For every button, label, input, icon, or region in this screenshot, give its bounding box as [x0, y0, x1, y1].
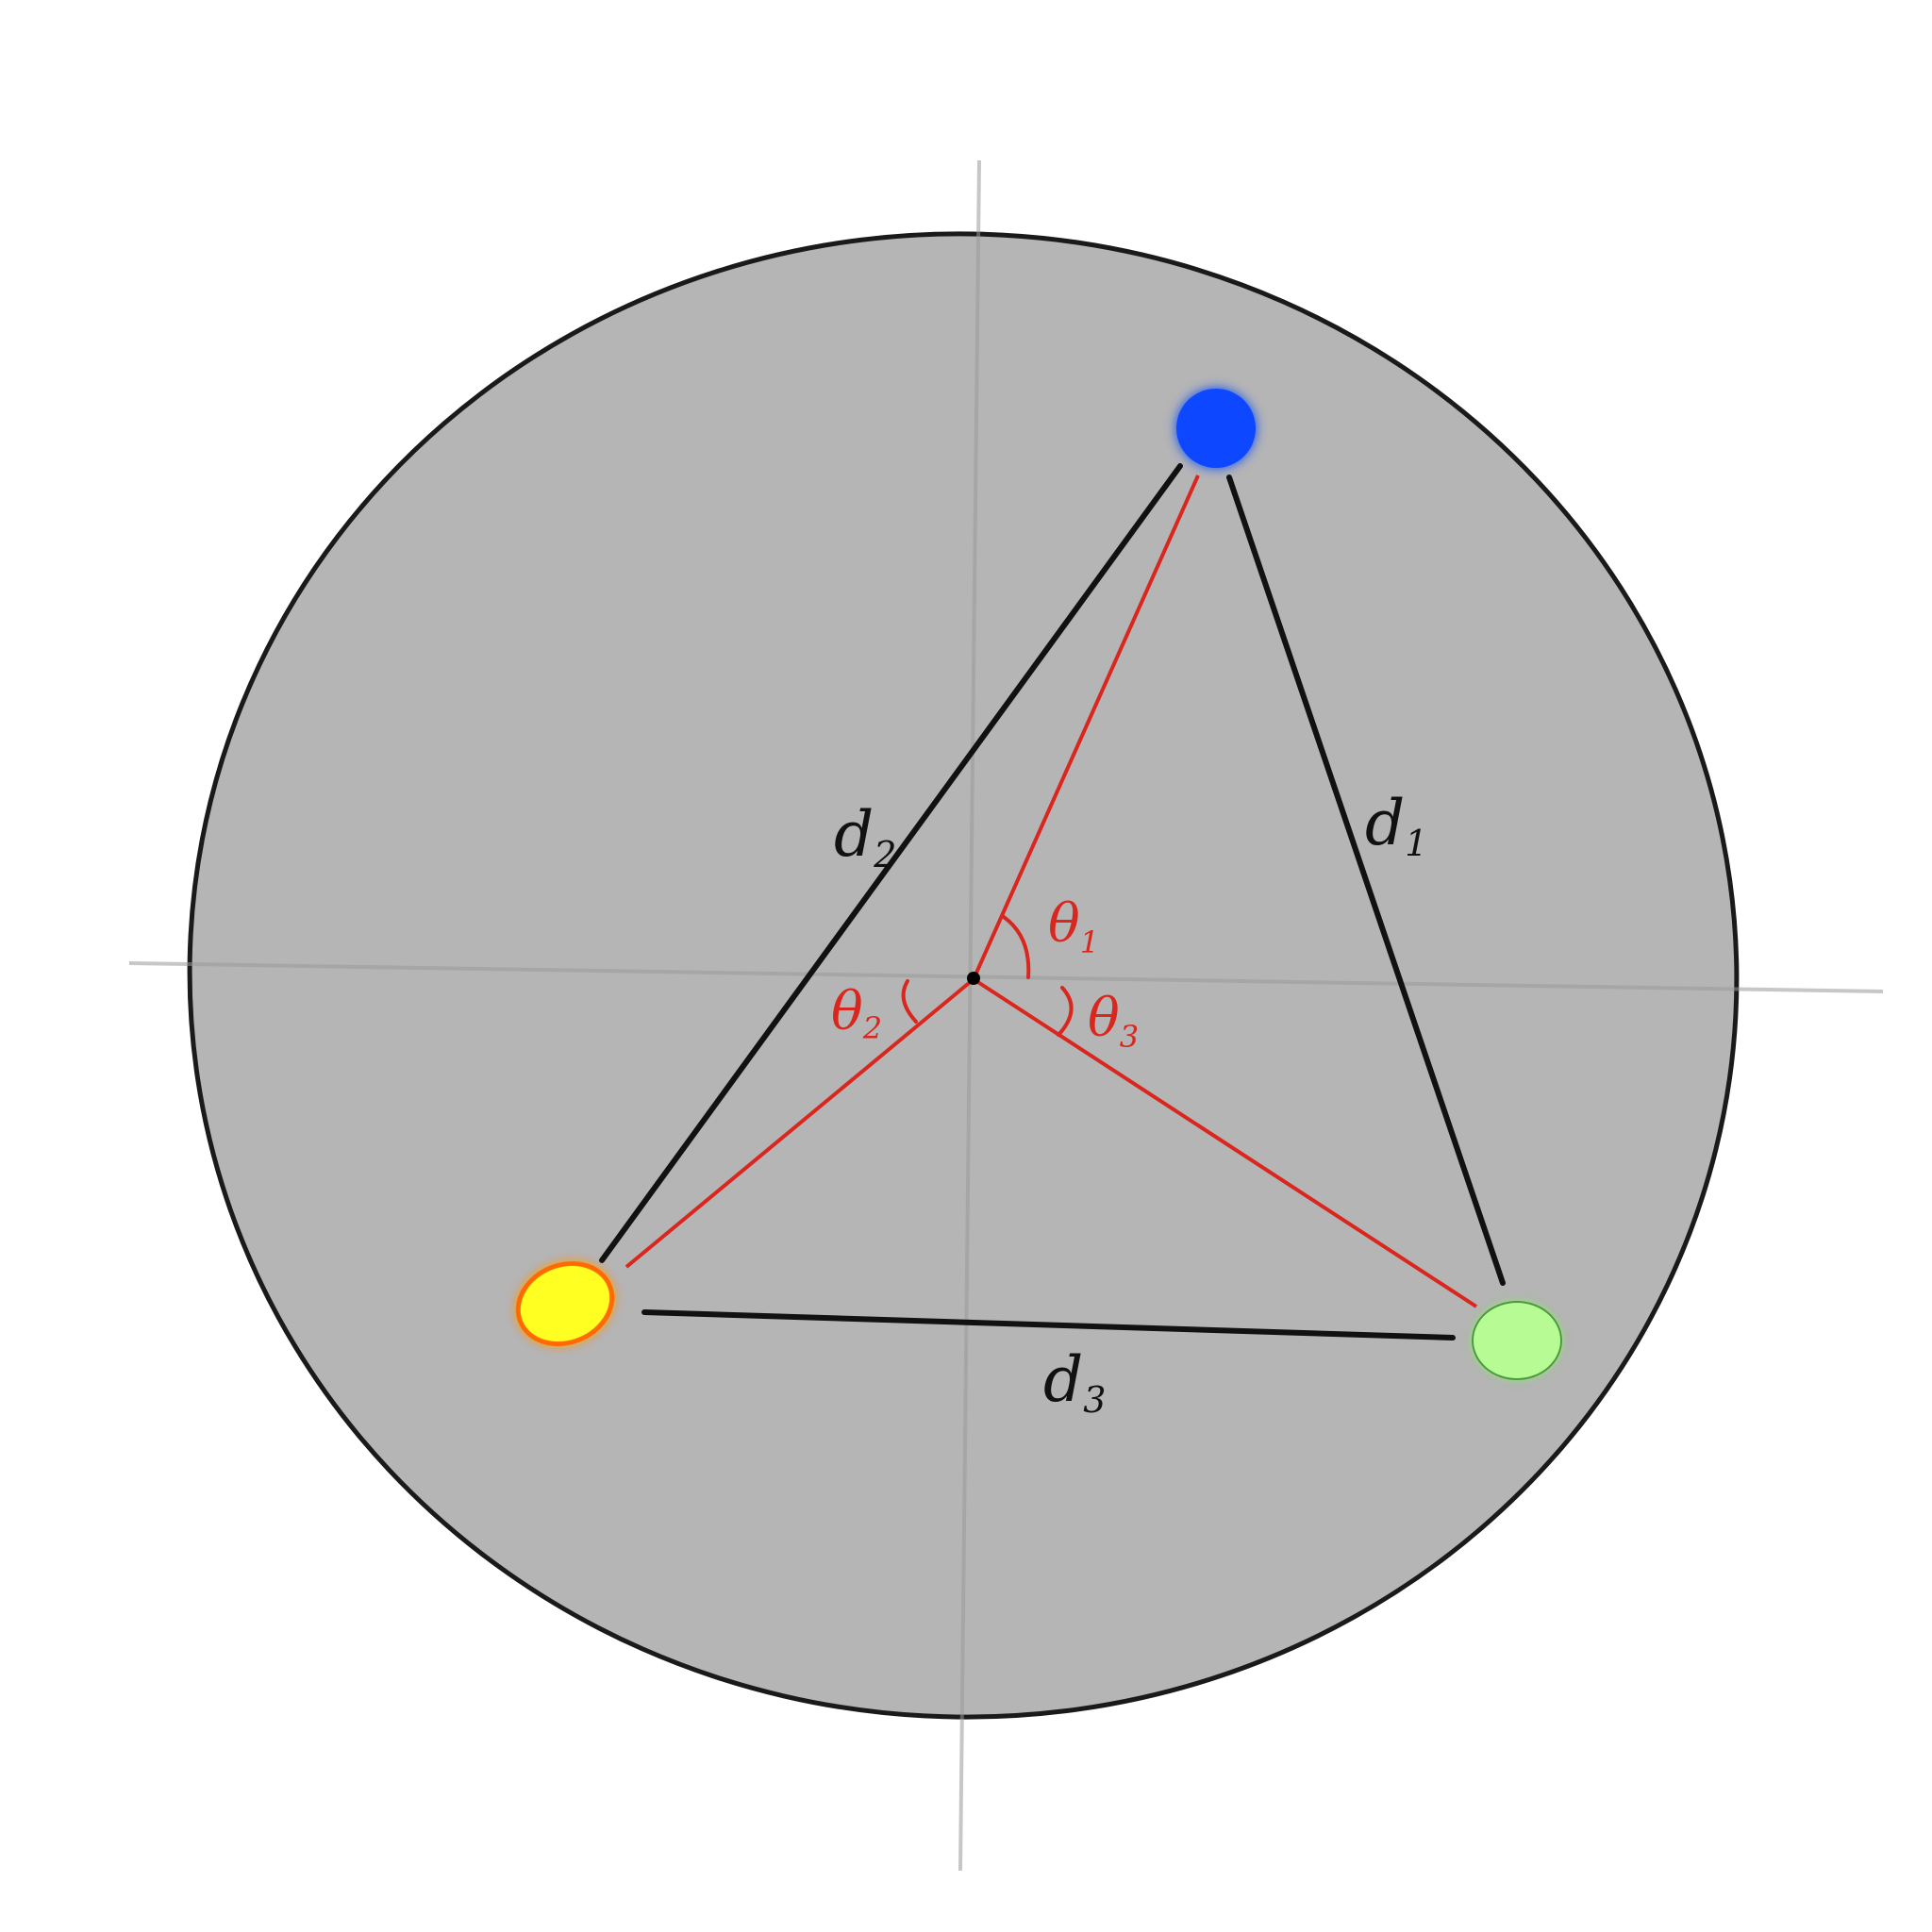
green-point [1472, 1301, 1562, 1380]
label-d2: d2 [834, 798, 896, 875]
radial-line-blue [972, 475, 1200, 980]
blue-point [1176, 389, 1256, 468]
label-theta1: θ1 [1048, 893, 1099, 960]
angle-arc-theta1 [1002, 915, 1031, 979]
radial-line-yellow [625, 977, 975, 1269]
center-point [967, 972, 980, 985]
label-theta2: θ2 [831, 981, 882, 1046]
horizontal-axis [128, 961, 1884, 993]
side-d2-line [599, 463, 1183, 1263]
yellow-point [515, 1260, 615, 1347]
vertical-axis [958, 159, 981, 1872]
label-d1: d1 [1365, 787, 1427, 864]
angle-arc-theta3 [1057, 986, 1074, 1037]
side-d1-line [1226, 475, 1506, 1286]
label-theta3: θ3 [1088, 988, 1139, 1055]
label-d3: d3 [1043, 1343, 1106, 1421]
side-d3-line [641, 1309, 1456, 1341]
angle-arc-theta2 [901, 979, 918, 1024]
